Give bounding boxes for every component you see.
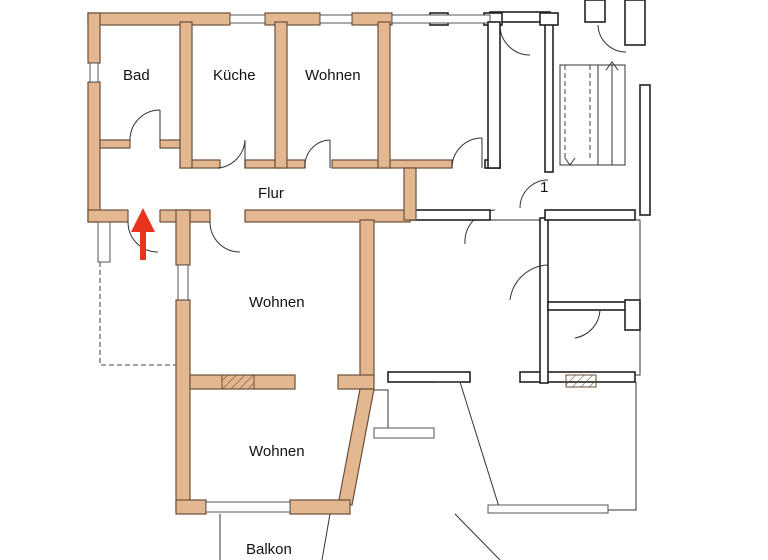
balcony <box>219 513 501 560</box>
room-label-balkon: Balkon <box>246 541 292 558</box>
door-swings <box>127 109 483 253</box>
room-label-kueche: Küche <box>213 67 256 84</box>
room-label-wohnen-bottom: Wohnen <box>249 443 305 460</box>
room-label-flur: Flur <box>258 185 284 202</box>
interior-walls-top <box>179 21 501 169</box>
stair-number: 1 <box>540 179 548 196</box>
room-labels: Bad Küche Wohnen Flur Wohnen Wohnen Balk… <box>123 67 361 558</box>
entrance-arrow <box>131 208 155 260</box>
lower-rooms <box>175 209 460 515</box>
room-label-wohnen-top: Wohnen <box>305 67 361 84</box>
room-label-wohnen-middle: Wohnen <box>249 294 305 311</box>
room-label-bad: Bad <box>123 67 150 84</box>
neighbouring-apartment <box>365 209 641 514</box>
staircase-area: 1 <box>409 0 651 221</box>
